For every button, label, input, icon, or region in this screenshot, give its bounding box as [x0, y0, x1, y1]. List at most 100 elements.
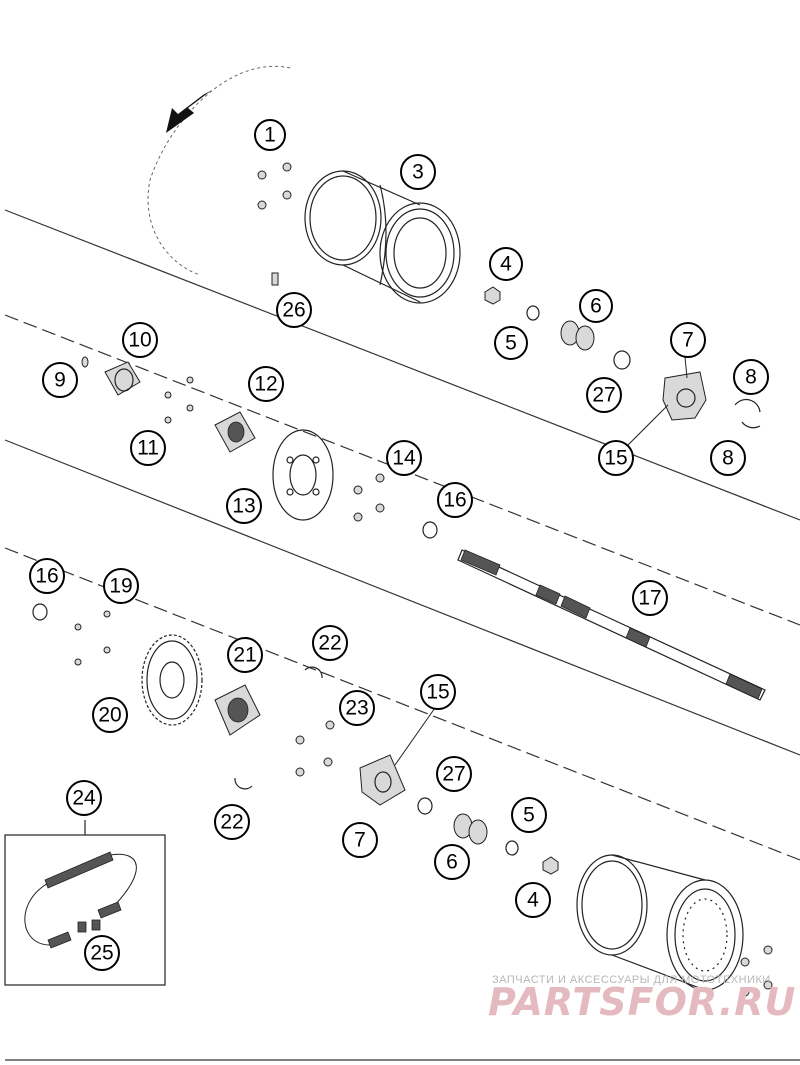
svg-text:15: 15	[604, 447, 627, 470]
svg-text:15: 15	[426, 681, 449, 704]
half-ring-22-lower	[234, 777, 253, 790]
screw-9	[81, 356, 89, 368]
svg-text:8: 8	[745, 366, 757, 389]
svg-text:19: 19	[109, 575, 132, 598]
nuts-23	[295, 720, 335, 777]
svg-text:4: 4	[500, 253, 512, 276]
callout-22: 22	[312, 625, 348, 661]
callout-20: 20	[92, 697, 128, 733]
svg-text:23: 23	[345, 697, 368, 720]
watermark-caption: ЗАПЧАСТИ И АКСЕССУАРЫ ДЛЯ МОТОТЕХНИКИ	[492, 974, 771, 986]
svg-text:7: 7	[354, 829, 366, 852]
callout-6: 6	[579, 289, 613, 323]
svg-text:12: 12	[254, 373, 277, 396]
svg-text:5: 5	[505, 332, 517, 355]
nuts-14	[353, 473, 385, 522]
svg-text:24: 24	[72, 787, 96, 810]
svg-text:11: 11	[137, 437, 159, 460]
svg-text:1: 1	[264, 124, 276, 147]
half-ring-22-upper	[304, 666, 323, 679]
nut-4-upper	[484, 286, 501, 305]
leader-lines	[394, 356, 688, 766]
bearing-carrier-7-upper	[662, 371, 707, 421]
wheel-rim-upper	[304, 170, 461, 304]
svg-text:3: 3	[412, 161, 424, 184]
callout-27: 27	[436, 756, 472, 792]
callout-8: 8	[733, 359, 769, 395]
callout-6: 6	[434, 844, 470, 880]
watermark-brand: PARTSFOR.RU	[488, 980, 796, 1024]
bearing-6-upper	[560, 320, 595, 351]
callout-24: 24	[66, 780, 102, 816]
svg-text:6: 6	[446, 851, 458, 874]
axle-17	[457, 549, 766, 701]
assembly-boundary-lines	[4, 209, 800, 1061]
callout-1: 1	[254, 119, 286, 151]
callout-8: 8	[710, 440, 746, 476]
svg-text:14: 14	[392, 447, 416, 470]
svg-text:16: 16	[443, 489, 466, 512]
svg-text:26: 26	[282, 299, 305, 322]
svg-text:25: 25	[90, 942, 113, 965]
callout-7: 7	[670, 322, 706, 358]
callout-3: 3	[400, 154, 436, 190]
svg-text:8: 8	[722, 447, 734, 470]
callout-21: 21	[227, 637, 263, 673]
callout-4: 4	[489, 247, 523, 281]
washer-5-lower	[505, 840, 519, 856]
caliper-mount-10	[104, 361, 141, 396]
brake-disc-hub-12	[214, 411, 256, 453]
callout-4: 4	[515, 882, 551, 918]
o-ring-16-lower	[32, 603, 48, 621]
svg-text:13: 13	[232, 495, 255, 518]
callout-16: 16	[29, 558, 65, 594]
callout-22: 22	[214, 804, 250, 840]
wheel-rim-lower	[576, 854, 744, 991]
bolts-11	[164, 376, 194, 424]
washer-27-upper	[613, 350, 631, 370]
svg-text:22: 22	[220, 811, 243, 834]
wheel-nuts-upper	[257, 162, 292, 210]
callout-5: 5	[511, 797, 547, 833]
valve-stem	[271, 272, 279, 286]
callout-10: 10	[122, 322, 158, 358]
callout-group: 1 3 26 4 5 6 7 27 8 8 15 9 10 11 12 13 1…	[29, 119, 769, 971]
callout-26: 26	[276, 292, 312, 328]
svg-text:16: 16	[35, 565, 58, 588]
svg-text:21: 21	[233, 644, 256, 667]
watermark: ЗАПЧАСТИ И АКСЕССУАРЫ ДЛЯ МОТОТЕХНИКИ PA…	[488, 974, 796, 1024]
svg-text:22: 22	[318, 632, 341, 655]
chain-inset-box	[4, 820, 166, 986]
svg-text:7: 7	[682, 329, 694, 352]
washer-27-lower	[417, 797, 433, 815]
callout-27: 27	[586, 377, 622, 413]
bearing-carrier-7-lower	[359, 754, 406, 806]
svg-text:20: 20	[98, 704, 121, 727]
svg-text:27: 27	[442, 763, 465, 786]
svg-text:9: 9	[54, 369, 66, 392]
svg-text:4: 4	[527, 889, 539, 912]
callout-15: 15	[420, 674, 456, 710]
callout-25: 25	[84, 935, 120, 971]
rotation-arrow-icon	[147, 65, 291, 276]
sprocket-hub-21	[214, 684, 261, 736]
brake-disc-13	[272, 429, 334, 521]
callout-17: 17	[632, 580, 668, 616]
svg-text:5: 5	[523, 804, 535, 827]
sprocket-20	[141, 634, 203, 726]
svg-text:27: 27	[592, 384, 615, 407]
callout-16: 16	[437, 482, 473, 518]
o-ring-16-upper	[422, 521, 438, 539]
nut-4-lower	[542, 856, 559, 875]
callout-19: 19	[103, 568, 139, 604]
callout-5: 5	[494, 326, 528, 360]
wheel-nuts-lower	[740, 945, 773, 997]
svg-text:6: 6	[590, 295, 602, 318]
callout-15: 15	[598, 440, 634, 476]
callout-7: 7	[342, 822, 378, 858]
callout-23: 23	[339, 690, 375, 726]
bolts-19	[74, 610, 111, 666]
bearing-6-lower	[453, 813, 488, 845]
callout-11: 11	[130, 430, 166, 466]
